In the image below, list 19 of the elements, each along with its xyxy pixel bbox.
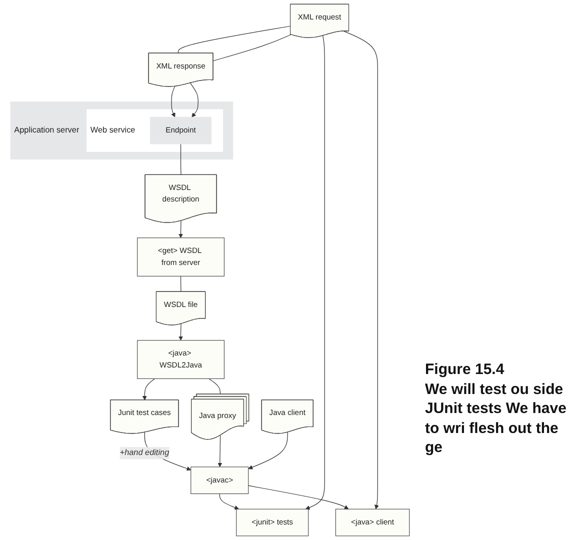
arrow: [305, 35, 325, 510]
arrow: [190, 82, 198, 118]
edge-label: +hand editing: [120, 448, 170, 458]
arrow: [248, 432, 288, 470]
connector: [180, 276, 182, 292]
connector: [212, 34, 292, 62]
arrow: [178, 220, 184, 238]
connector: [178, 26, 291, 54]
figure-title: Figure 15.4: [425, 360, 506, 380]
arrow: [178, 324, 184, 341]
arrow: [142, 378, 156, 400]
arrow: [171, 86, 176, 118]
arrow: [248, 485, 349, 510]
arrow: [218, 435, 222, 468]
arrow: [219, 493, 239, 510]
figure-caption: We will test ou side JUnit tests We have to wri flesh out the ge: [425, 380, 568, 458]
connector: [208, 378, 221, 395]
connector: [180, 144, 182, 176]
arrow: [343, 30, 379, 510]
